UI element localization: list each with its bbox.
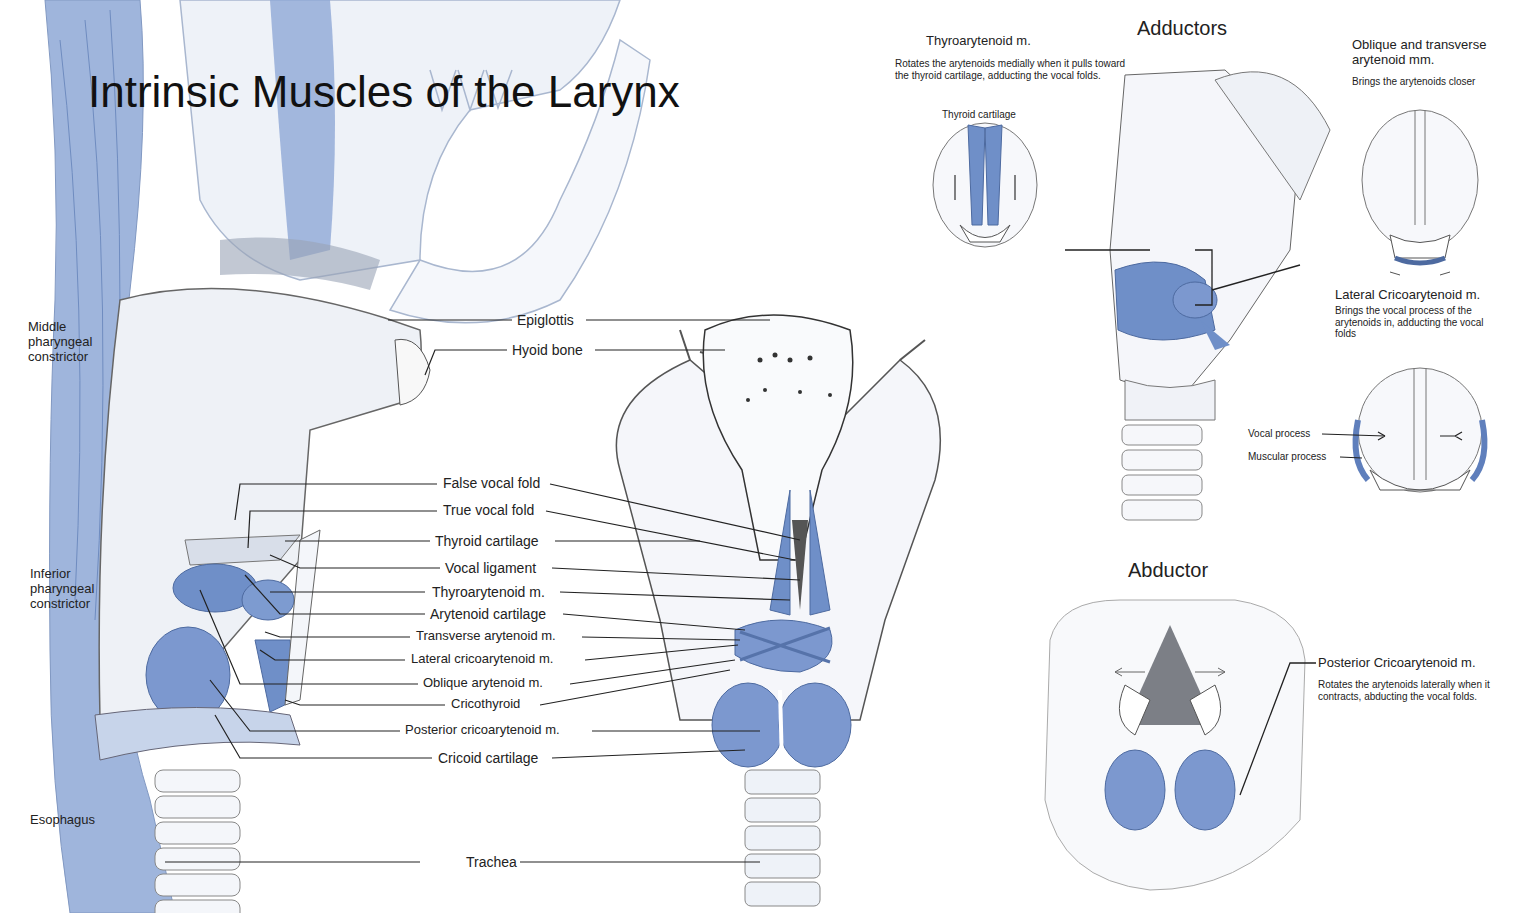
glottis bbox=[792, 520, 808, 610]
anatomy-label: Arytenoid cartilage bbox=[430, 606, 546, 622]
anatomy-label: Thyroid cartilage bbox=[942, 109, 1016, 121]
trachea-posterior bbox=[745, 770, 820, 906]
cricoid-lateral bbox=[95, 708, 300, 761]
arytenoid-muscles-posterior bbox=[735, 620, 832, 672]
anatomy-label: Rotates the arytenoids laterally when it… bbox=[1318, 679, 1493, 702]
anatomy-label: Adductors bbox=[1137, 17, 1227, 40]
soft-tissue bbox=[220, 238, 380, 291]
anatomy-label: Abductor bbox=[1128, 559, 1208, 582]
oblique-arytenoid-posterior bbox=[740, 628, 830, 662]
anatomy-label: Thyroid cartilage bbox=[435, 533, 539, 549]
anatomy-label: Brings the vocal process of the arytenoi… bbox=[1335, 305, 1485, 340]
anatomy-label: False vocal fold bbox=[443, 475, 540, 491]
anatomy-label: Muscular process bbox=[1248, 451, 1326, 463]
anatomy-label: Oblique and transverse arytenoid mm. bbox=[1352, 38, 1517, 68]
leader-lines bbox=[165, 320, 800, 862]
anatomy-label: Thyroarytenoid m. bbox=[926, 34, 1031, 49]
epiglottis-pits bbox=[746, 353, 832, 403]
anatomy-label: Thyroarytenoid m. bbox=[432, 584, 545, 600]
hyoid-lateral bbox=[395, 339, 430, 405]
anatomy-label: Rotates the arytenoids medially when it … bbox=[895, 58, 1130, 81]
anatomy-label: Epiglottis bbox=[517, 312, 574, 328]
pca-left bbox=[712, 683, 784, 767]
top-view-thyroarytenoid bbox=[933, 123, 1037, 247]
anatomy-label: Cricoid cartilage bbox=[438, 750, 538, 766]
diagram-title: Intrinsic Muscles of the Larynx bbox=[88, 68, 680, 116]
anatomy-label: True vocal fold bbox=[443, 502, 534, 518]
anatomy-label: Lateral Cricoarytenoid m. bbox=[1335, 288, 1480, 303]
anatomy-label: Posterior Cricoarytenoid m. bbox=[1318, 656, 1476, 671]
anatomy-label: Transverse arytenoid m. bbox=[416, 629, 556, 644]
anatomy-label: Oblique arytenoid m. bbox=[423, 676, 543, 691]
vocal-folds-posterior bbox=[770, 490, 830, 615]
thyroid-edge bbox=[285, 530, 320, 705]
anatomy-label: Middle pharyngeal constrictor bbox=[28, 320, 118, 365]
anatomy-label: Brings the arytenoids closer bbox=[1352, 76, 1475, 88]
top-view-arytenoid bbox=[1362, 110, 1478, 275]
trachea-lateral bbox=[155, 770, 240, 913]
abductor-view bbox=[1045, 600, 1316, 890]
anatomy-label: Trachea bbox=[466, 854, 517, 870]
anatomy-label: Cricothyroid bbox=[451, 697, 520, 712]
anatomy-label: Hyoid bone bbox=[512, 342, 583, 358]
anatomy-label: Vocal process bbox=[1248, 428, 1310, 440]
anatomy-label: Inferior pharyngeal constrictor bbox=[30, 567, 120, 612]
anatomy-label: Lateral cricoarytenoid m. bbox=[411, 652, 553, 667]
tongue-muscle bbox=[270, 0, 335, 260]
skull-outline bbox=[180, 0, 650, 323]
anatomy-label: Esophagus bbox=[30, 813, 95, 828]
cricoid-ridge bbox=[780, 690, 782, 765]
lateral-larynx-small bbox=[1065, 70, 1330, 520]
anatomy-label: Vocal ligament bbox=[445, 560, 536, 576]
thyroid-cartilage-lateral bbox=[99, 288, 421, 745]
anatomy-label: Posterior cricoarytenoid m. bbox=[405, 723, 560, 738]
top-view-lateral-cricoarytenoid bbox=[1322, 368, 1484, 492]
pca-right bbox=[779, 683, 851, 767]
